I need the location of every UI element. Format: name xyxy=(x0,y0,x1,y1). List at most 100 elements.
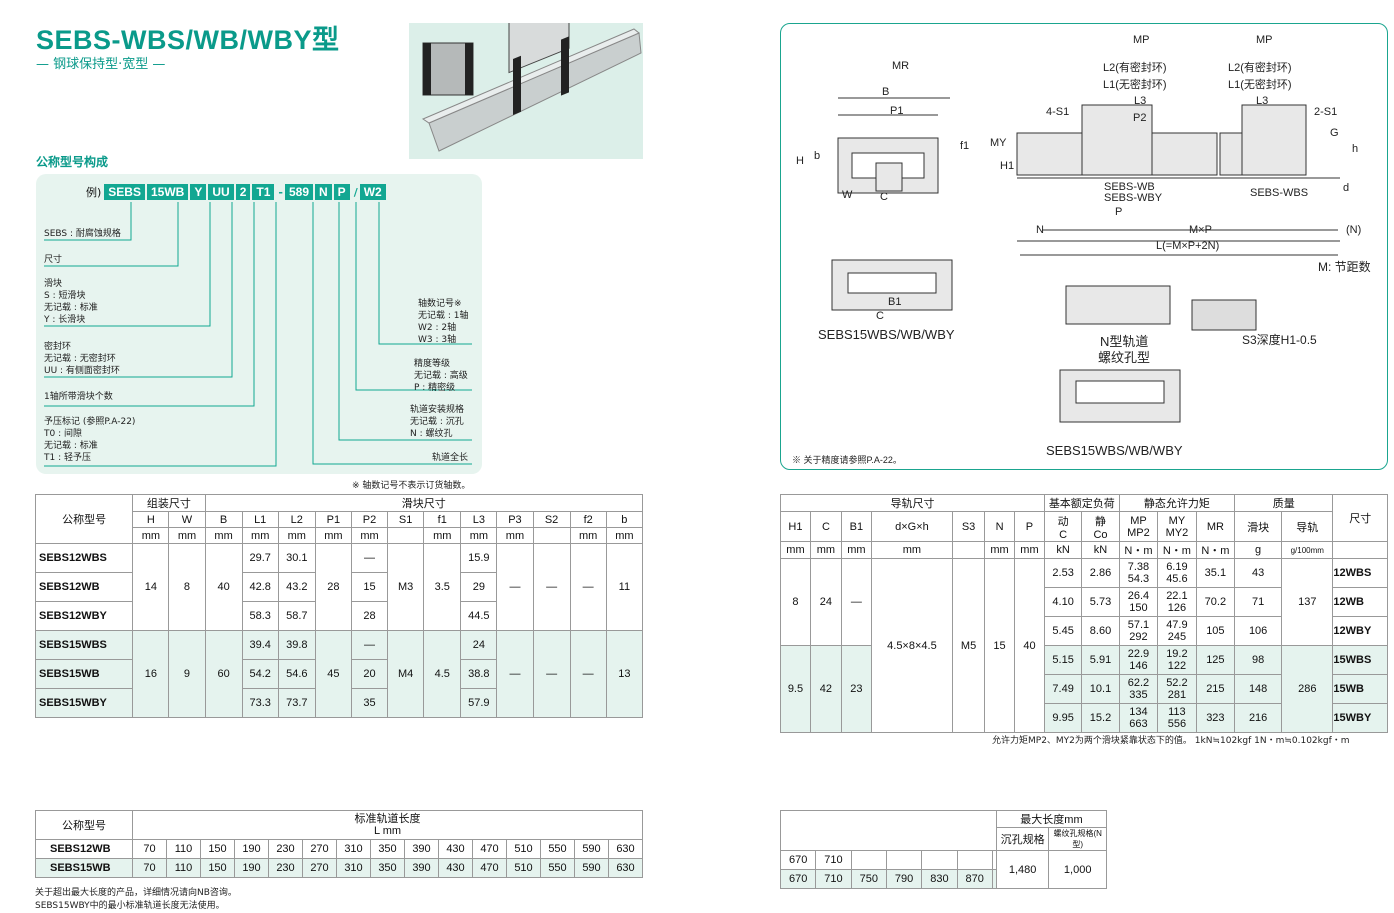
table-cell: — xyxy=(496,543,534,631)
table-cell: 470 xyxy=(472,858,507,878)
table-cell: P2 xyxy=(350,511,389,528)
table-cell: 350 xyxy=(370,839,405,859)
product-photo xyxy=(409,0,643,159)
table-cell: 3.5 xyxy=(423,543,462,631)
table-cell: 7.49 xyxy=(1043,674,1083,704)
table-cell: 630 xyxy=(608,839,643,859)
table-cell: 70 xyxy=(132,858,167,878)
dim-label: SEBS15WBS/WB/WBY xyxy=(818,327,955,342)
table-cell: mm xyxy=(277,527,316,544)
length-note: SEBS15WBY中的最小标准轨道长度无法使用。 xyxy=(35,901,225,911)
table-cell: 870 xyxy=(956,869,993,889)
table-cell: 54.6 xyxy=(277,659,316,689)
dim-label: L2(有密封环) xyxy=(1228,62,1292,74)
table-cell: — xyxy=(496,630,534,718)
table-cell: 430 xyxy=(438,839,473,859)
table-cell: mm xyxy=(496,527,534,544)
table-cell: 550 xyxy=(540,839,575,859)
table-cell: mm xyxy=(423,527,462,544)
table-cell: — xyxy=(350,630,389,660)
dim-label: 2-S1 xyxy=(1314,106,1338,118)
code-structure-box xyxy=(36,174,482,474)
dim-label: P1 xyxy=(890,105,904,117)
table-cell: 4.10 xyxy=(1043,587,1083,617)
table-cell: SEBS12WBS xyxy=(34,543,134,573)
table-cell: 670 xyxy=(779,869,817,889)
table-cell: 710 xyxy=(815,850,852,870)
table-cell: 39.8 xyxy=(277,630,316,660)
table-cell: 螺纹孔规格(N型) xyxy=(1048,827,1107,851)
table-cell: 45 xyxy=(314,630,352,718)
table-cell: 190 xyxy=(234,858,269,878)
table-cell: SEBS12WB xyxy=(34,572,134,602)
table-cell: 510 xyxy=(506,858,541,878)
dim-label: L3 xyxy=(1256,95,1269,107)
table-cell: 质量 xyxy=(1234,494,1334,512)
table-cell: 710 xyxy=(815,869,852,889)
table-cell xyxy=(1332,541,1388,559)
dim-label: P xyxy=(1115,206,1123,218)
table-cell: 16 xyxy=(132,630,170,718)
table-cell: L3 xyxy=(460,511,498,528)
dim-label: N型轨道 xyxy=(1100,334,1149,349)
table-cell: 105 xyxy=(1195,616,1236,646)
table-cell: 12WBS xyxy=(1332,558,1388,588)
table-cell: P3 xyxy=(496,511,534,528)
table-cell: 1,480 xyxy=(995,850,1050,889)
table-cell: MR xyxy=(1195,511,1236,542)
table-cell: 44.5 xyxy=(460,601,498,631)
table-cell: — xyxy=(350,543,389,573)
table-cell: — xyxy=(532,630,571,718)
dim-label: d xyxy=(1343,182,1350,194)
dim-label: SEBS-WBS xyxy=(1250,187,1309,199)
table-cell: 790 xyxy=(885,869,923,889)
dim-label: 4-S1 xyxy=(1046,106,1070,118)
table-cell xyxy=(850,850,887,870)
table-cell: mm xyxy=(132,527,170,544)
table-cell: 350 xyxy=(370,858,405,878)
table-cell: 5.15 xyxy=(1043,645,1083,675)
table-cell: 35.1 xyxy=(1195,558,1236,588)
table-cell: 5.45 xyxy=(1043,616,1083,646)
code-note: ※ 轴数记号不表示订货轴数。 xyxy=(352,481,471,491)
table-cell: H xyxy=(132,511,170,528)
table-cell: SEBS12WBY xyxy=(34,601,134,631)
dim-label: f1 xyxy=(960,140,970,152)
table-cell: 最大长度mm xyxy=(995,810,1108,828)
table-cell xyxy=(991,869,997,889)
table-cell: mm xyxy=(350,527,389,544)
table-cell: mm xyxy=(809,541,842,559)
table-cell: 1,000 xyxy=(1048,850,1107,889)
table-cell: 10.1 xyxy=(1081,674,1120,704)
table-cell: 静态允许力矩 xyxy=(1118,494,1236,512)
table-cell: 60 xyxy=(204,630,243,718)
table-cell: 15.2 xyxy=(1081,703,1120,733)
table-cell: 沉孔规格 xyxy=(995,827,1050,851)
page-subtitle: — 钢球保持型·宽型 — xyxy=(36,57,166,72)
desc-item: SEBS : 耐腐蚀规格 xyxy=(44,229,121,239)
table-cell: 2.53 xyxy=(1043,558,1083,588)
table-cell: C xyxy=(809,511,842,542)
technical-drawing xyxy=(831,97,1340,423)
table-cell: — xyxy=(569,630,607,718)
table-cell xyxy=(921,850,958,870)
dim-label: N xyxy=(1036,224,1044,236)
table-cell: S3 xyxy=(952,511,986,542)
